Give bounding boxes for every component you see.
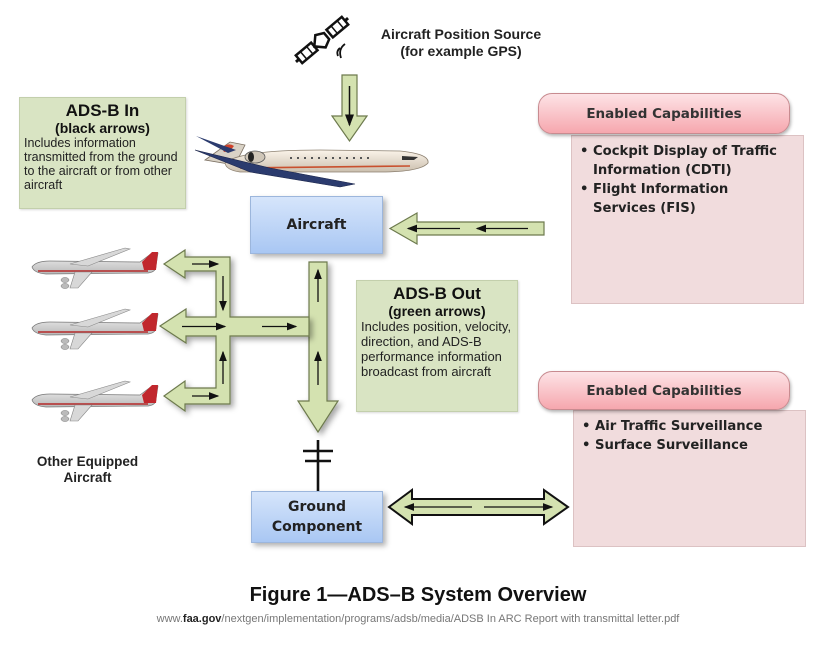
capability-item: Cockpit Display of Traffic Information (… [580,142,795,180]
signal-waves-icon [336,43,346,59]
aircraft-component-label: Aircraft [286,217,347,233]
ground-component-box: Ground Component [251,491,383,543]
capabilities-panel-aircraft: Cockpit Display of Traffic Information (… [571,135,804,304]
adsb-out-down-arrow [296,261,340,434]
adsb-in-title: ADS-B In [65,101,140,120]
aircraft-component-box: Aircraft [250,196,383,254]
network-flow-arrows [182,260,298,400]
adsb-out-subtitle: (green arrows) [388,303,486,319]
ground-antenna-icon [303,440,333,491]
other-aircraft-arrow-network [158,248,310,413]
capability-item: Air Traffic Surveillance [582,417,797,436]
capabilities-title: Enabled Capabilities [586,105,742,122]
adsb-in-subtitle: (black arrows) [55,120,150,136]
gps-label-line2: (for example GPS) [400,43,522,59]
capability-item: Surface Surveillance [582,436,797,455]
fis-uplink-arrow [388,211,545,246]
capability-item: Flight Information Services (FIS) [580,180,795,218]
source-path: /nextgen/implementation/programs/adsb/me… [221,613,680,625]
capabilities-title: Enabled Capabilities [586,382,742,399]
adsb-out-description: Includes position, velocity, direction, … [361,319,512,379]
satellite-icon [294,15,350,65]
ground-surveillance-double-arrow [387,488,570,526]
other-aircraft-3 [31,380,159,422]
adsb-in-note: ADS-B In (black arrows) Includes informa… [19,97,186,209]
figure-title: Figure 1—ADS–B System Overview [249,584,587,606]
other-aircraft-label: Other Equipped Aircraft [20,454,155,486]
gps-down-arrow [330,74,369,143]
adsb-out-title: ADS-B Out [393,284,481,303]
ground-component-label-line1: Ground [288,499,346,515]
other-aircraft-1 [31,247,159,289]
capabilities-list-aircraft: Cockpit Display of Traffic Information (… [572,136,803,218]
source-prefix: www. [156,613,183,625]
other-aircraft-label-line2: Aircraft [63,470,112,485]
gps-source-label: Aircraft Position Source (for example GP… [366,26,556,60]
gps-label-line1: Aircraft Position Source [380,26,542,42]
other-aircraft-2 [31,308,159,350]
figure-source-link[interactable]: www.faa.gov/nextgen/implementation/progr… [0,613,836,625]
aircraft-image [194,136,429,188]
capabilities-panel-ground: Air Traffic Surveillance Surface Surveil… [573,410,806,547]
adsb-out-note: ADS-B Out (green arrows) Includes positi… [356,280,518,412]
ground-component-label-line2: Component [271,519,363,535]
capabilities-header-aircraft: Enabled Capabilities [538,93,790,134]
other-aircraft-label-line1: Other Equipped [36,454,139,469]
source-domain: faa.gov [182,613,222,625]
adsb-in-description: Includes information transmitted from th… [24,136,178,192]
capabilities-list-ground: Air Traffic Surveillance Surface Surveil… [574,411,805,455]
capabilities-header-ground: Enabled Capabilities [538,371,790,410]
